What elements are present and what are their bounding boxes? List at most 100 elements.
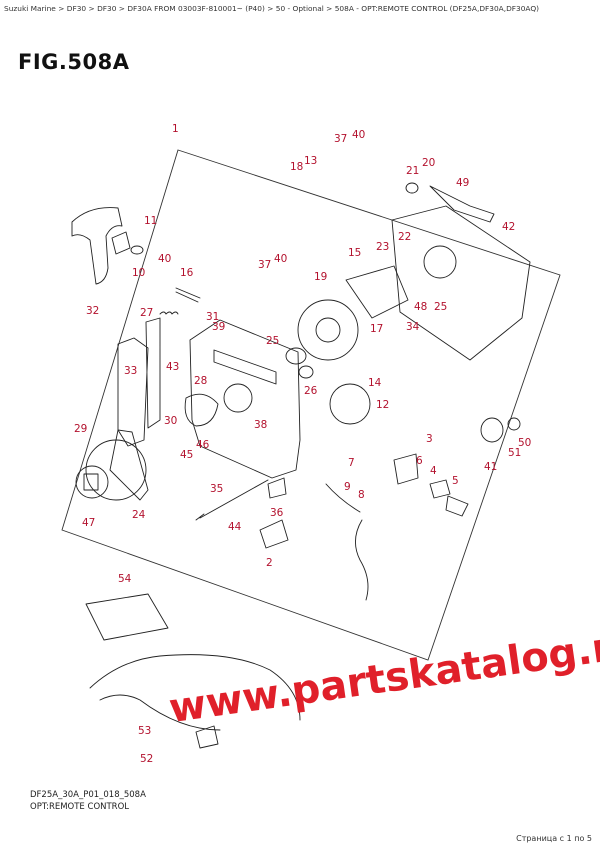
callout-label: 51 xyxy=(508,447,521,459)
callout-label: 14 xyxy=(368,377,382,389)
breadcrumb-separator: > xyxy=(267,4,274,13)
lanyard-part xyxy=(325,483,369,601)
callout-label: 18 xyxy=(290,161,303,173)
figure-title: FIG.508A xyxy=(18,50,130,74)
bolt-part xyxy=(195,479,269,521)
breadcrumb-separator: > xyxy=(118,4,125,13)
key-switch-part xyxy=(393,453,451,499)
callout-label: 48 xyxy=(414,301,427,313)
callout-label: 49 xyxy=(456,177,469,189)
control-housing-part xyxy=(189,319,301,479)
callout-label: 34 xyxy=(406,321,420,333)
callout-label: 40 xyxy=(274,253,287,265)
breadcrumb-item[interactable]: DF30 xyxy=(97,4,117,13)
breadcrumb-separator: > xyxy=(326,4,333,13)
callout-label: 2 xyxy=(266,557,273,569)
assembly-frame xyxy=(61,149,561,661)
callout-labels: 1 2 3 4 5 6 7 8 9 10 11 12 13 14 15 16 1… xyxy=(74,123,531,765)
callout-label: 1 xyxy=(172,123,179,135)
callout-label: 20 xyxy=(422,157,435,169)
callout-label: 7 xyxy=(348,457,355,469)
callout-label: 22 xyxy=(398,231,411,243)
lever-arm-part xyxy=(109,429,149,501)
callout-label: 19 xyxy=(314,271,327,283)
callout-label: 46 xyxy=(196,439,210,451)
hub-insert-part xyxy=(83,473,99,491)
callout-label: 26 xyxy=(304,385,318,397)
callout-label: 10 xyxy=(132,267,145,279)
callout-label: 11 xyxy=(144,215,157,227)
callout-label: 16 xyxy=(180,267,194,279)
breadcrumb-item[interactable]: 50 - Optional xyxy=(275,4,324,13)
callout-label: 23 xyxy=(376,241,389,253)
callout-label: 24 xyxy=(132,509,146,521)
side-housing-part xyxy=(391,205,531,361)
callout-label: 27 xyxy=(140,307,153,319)
hub-part xyxy=(85,439,147,501)
pager: Страница с 1 по 5 xyxy=(516,834,592,843)
callout-label: 35 xyxy=(210,483,223,495)
gear-plate-part xyxy=(297,299,359,361)
knob-part xyxy=(480,417,504,443)
callout-label: 41 xyxy=(484,461,497,473)
callout-label: 12 xyxy=(376,399,389,411)
spring-part xyxy=(159,311,179,315)
callout-label: 21 xyxy=(406,165,419,177)
callout-label: 9 xyxy=(344,481,351,493)
callout-label: 52 xyxy=(140,753,153,765)
callout-label: 53 xyxy=(138,725,151,737)
gear-bracket-part xyxy=(345,265,409,319)
grommet-part xyxy=(405,182,419,194)
callout-label: 8 xyxy=(358,489,365,501)
figure-description: OPT:REMOTE CONTROL xyxy=(30,802,130,812)
callout-label: 39 xyxy=(212,321,225,333)
breadcrumb-current: 508A - OPT:REMOTE CONTROL (DF25A,DF30A,D… xyxy=(334,4,540,13)
wire-harness-part xyxy=(89,654,301,749)
o-ring-part xyxy=(285,347,307,365)
callout-label: 5 xyxy=(452,475,459,487)
callout-label: 43 xyxy=(166,361,179,373)
cap-part xyxy=(111,231,131,255)
figure-code: DF25A_30A_P01_018_508A xyxy=(30,790,146,800)
knob-washer-part xyxy=(507,417,521,431)
callout-label: 38 xyxy=(254,419,267,431)
switch-part xyxy=(329,383,371,425)
gear-hub-part xyxy=(315,317,341,343)
breadcrumb: Suzuki Marine > DF30 > DF30 > DF30A FROM… xyxy=(4,4,596,14)
callout-label: 15 xyxy=(348,247,361,259)
cam-part xyxy=(184,393,219,427)
callout-label: 6 xyxy=(416,455,423,467)
breadcrumb-separator: > xyxy=(88,4,95,13)
callout-label: 33 xyxy=(124,365,137,377)
washer-part xyxy=(130,245,144,255)
callout-label: 36 xyxy=(270,507,284,519)
breadcrumb-item[interactable]: DF30 xyxy=(66,4,87,13)
callout-label: 40 xyxy=(352,129,365,141)
breadcrumb-separator: > xyxy=(58,4,65,13)
arm-part xyxy=(117,317,161,447)
clip-part xyxy=(267,477,287,499)
key-cover-part xyxy=(445,495,469,517)
callout-label: 3 xyxy=(426,433,433,445)
bracket-part xyxy=(429,185,495,223)
parts-bag-part xyxy=(85,593,169,641)
callout-label: 50 xyxy=(518,437,531,449)
plate-part xyxy=(259,519,289,549)
callout-label: 28 xyxy=(194,375,207,387)
callout-label: 45 xyxy=(180,449,193,461)
breadcrumb-item[interactable]: Suzuki Marine xyxy=(4,4,56,13)
housing-panel-part xyxy=(213,349,277,385)
callout-label: 54 xyxy=(118,573,132,585)
callout-label: 37 xyxy=(334,133,347,145)
callout-label: 40 xyxy=(158,253,171,265)
callout-label: 31 xyxy=(206,311,219,323)
callout-label: 25 xyxy=(266,335,279,347)
callout-label: 25 xyxy=(434,301,447,313)
callout-label: 44 xyxy=(228,521,242,533)
side-housing-boss-part xyxy=(423,245,457,279)
breadcrumb-item[interactable]: DF30A FROM 03003F-810001~ (P40) xyxy=(127,4,265,13)
callout-label: 47 xyxy=(82,517,95,529)
pin-part xyxy=(175,287,201,303)
callout-label: 13 xyxy=(304,155,317,167)
